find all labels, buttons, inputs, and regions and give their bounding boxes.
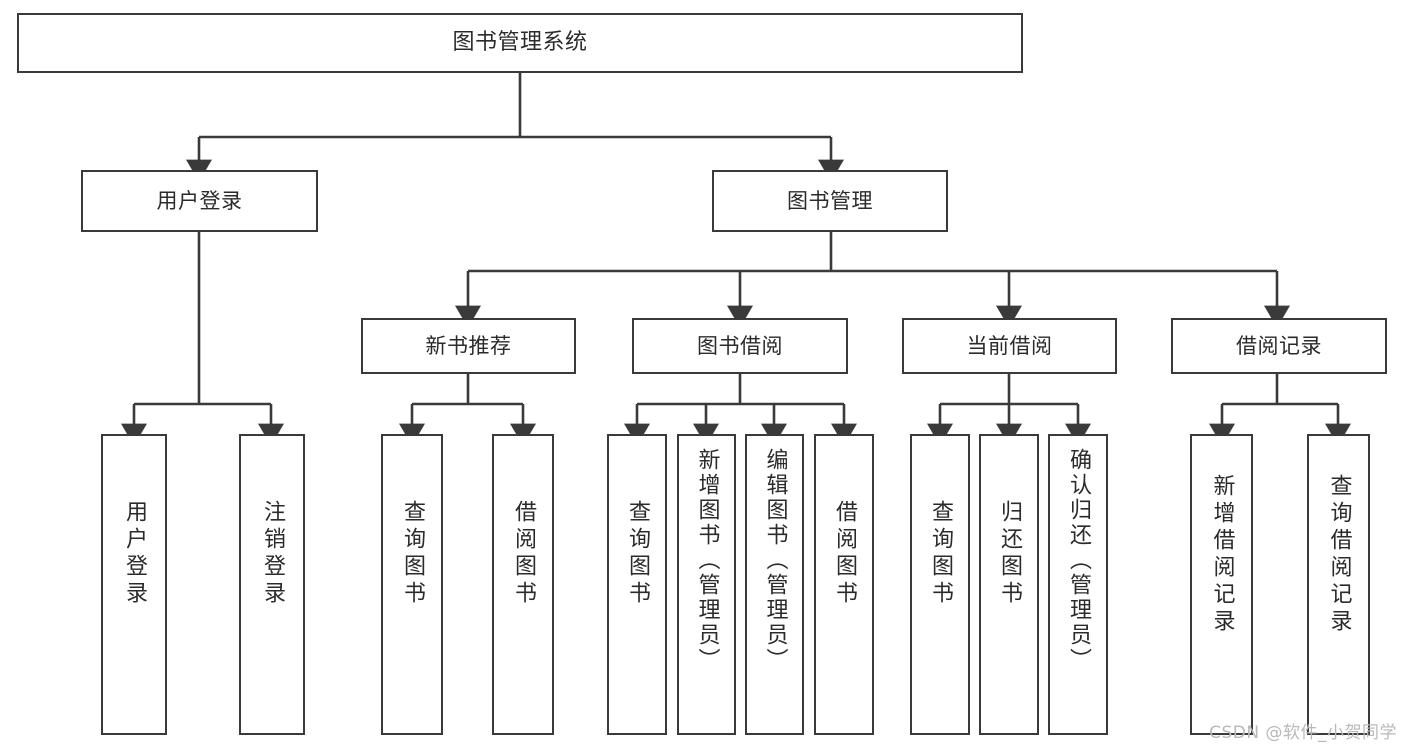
- node-leaf-edit-book-label: 编辑图书（管理员）: [762, 448, 788, 673]
- node-borrow-record-label: 借阅记录: [1236, 333, 1322, 358]
- node-leaf-confirm-return[interactable]: 确认归还（管理员）: [1048, 434, 1108, 735]
- node-leaf-add-record[interactable]: 新增借阅记录: [1190, 434, 1253, 735]
- node-leaf-query-book-b-label: 查询图书: [625, 500, 650, 608]
- node-leaf-borrow-book-b[interactable]: 借阅图书: [814, 434, 874, 735]
- node-leaf-query-book-b[interactable]: 查询图书: [607, 434, 667, 735]
- node-current-borrow-label: 当前借阅: [966, 333, 1053, 358]
- node-leaf-add-book-label: 新增图书（管理员）: [694, 448, 720, 673]
- node-leaf-user-logout[interactable]: 注销登录: [239, 434, 305, 735]
- node-root-label: 图书管理系统: [452, 30, 588, 56]
- node-leaf-borrow-book-b-label: 借阅图书: [832, 500, 857, 608]
- node-leaf-user-login[interactable]: 用户登录: [101, 434, 167, 735]
- node-leaf-user-logout-label: 注销登录: [260, 500, 285, 608]
- node-user-login-label: 用户登录: [156, 188, 243, 213]
- node-book-manage[interactable]: 图书管理: [712, 170, 948, 232]
- node-user-login[interactable]: 用户登录: [81, 170, 318, 232]
- node-leaf-borrow-book-a[interactable]: 借阅图书: [492, 434, 554, 735]
- node-leaf-query-book-c-label: 查询图书: [928, 500, 953, 608]
- node-new-book-rec[interactable]: 新书推荐: [361, 318, 576, 374]
- node-leaf-borrow-book-a-label: 借阅图书: [511, 500, 536, 608]
- watermark-text: CSDN @软件_小贺同学: [1209, 723, 1397, 743]
- node-leaf-confirm-return-label: 确认归还（管理员）: [1066, 448, 1091, 673]
- node-leaf-query-book-c[interactable]: 查询图书: [910, 434, 970, 735]
- node-book-manage-label: 图书管理: [787, 188, 873, 213]
- node-leaf-add-book[interactable]: 新增图书（管理员）: [677, 434, 736, 735]
- node-borrow-record[interactable]: 借阅记录: [1171, 318, 1387, 374]
- node-root[interactable]: 图书管理系统: [17, 13, 1023, 73]
- node-new-book-rec-label: 新书推荐: [425, 333, 512, 358]
- node-leaf-return-book-label: 归还图书: [997, 500, 1022, 608]
- node-leaf-query-record-label: 查询借阅记录: [1326, 474, 1352, 636]
- node-leaf-add-record-label: 新增借阅记录: [1209, 474, 1235, 636]
- node-leaf-edit-book[interactable]: 编辑图书（管理员）: [745, 434, 804, 735]
- node-leaf-user-login-label: 用户登录: [122, 500, 147, 608]
- node-leaf-query-book-a[interactable]: 查询图书: [381, 434, 443, 735]
- node-leaf-return-book[interactable]: 归还图书: [979, 434, 1039, 735]
- node-current-borrow[interactable]: 当前借阅: [902, 318, 1117, 374]
- node-leaf-query-book-a-label: 查询图书: [400, 500, 425, 608]
- node-book-borrow[interactable]: 图书借阅: [632, 318, 848, 374]
- node-book-borrow-label: 图书借阅: [697, 333, 783, 358]
- node-leaf-query-record[interactable]: 查询借阅记录: [1307, 434, 1370, 735]
